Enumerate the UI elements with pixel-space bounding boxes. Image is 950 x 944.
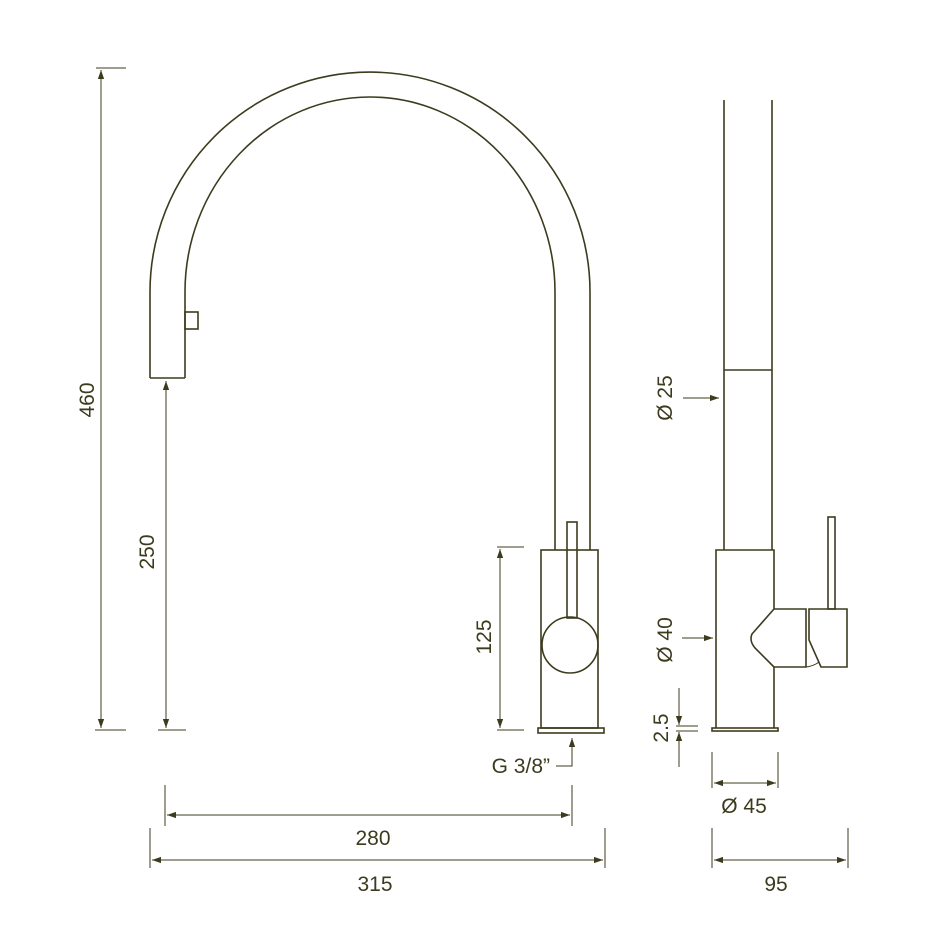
- dimension-d40: Ø 40: [654, 617, 713, 663]
- side-handle-cap: [808, 608, 848, 668]
- dimension-95: 95: [711, 828, 849, 896]
- tap-body: [540, 549, 599, 729]
- handle-knob: [541, 616, 599, 674]
- dim-label-d45: Ø 45: [721, 795, 767, 818]
- dim-label-280: 280: [355, 827, 390, 850]
- spray-button: [184, 311, 199, 330]
- connection-callout: G 3/8”: [492, 738, 576, 778]
- lever: [566, 521, 578, 619]
- dim-label-250: 250: [136, 534, 159, 569]
- dim-label-d25: Ø 25: [654, 375, 677, 421]
- dimension-315: 315: [149, 828, 606, 896]
- dim-label-460: 460: [76, 382, 99, 417]
- dim-label-315: 315: [357, 873, 392, 896]
- dimension-460: 460: [76, 67, 126, 731]
- connection-label: G 3/8”: [492, 755, 550, 778]
- dim-label-d40: Ø 40: [654, 617, 677, 663]
- side-body: [715, 549, 775, 728]
- front-view: 460 250 125 G 3/8” 280: [76, 67, 606, 896]
- side-view: Ø 25 Ø 40 2.5 Ø 45 95: [650, 100, 849, 896]
- spout-outer: [149, 71, 591, 550]
- side-lever: [827, 516, 836, 610]
- side-handle: [774, 608, 807, 668]
- dimension-250: 250: [136, 381, 186, 731]
- spout-inner: [184, 96, 556, 550]
- dimension-2-5: 2.5: [650, 688, 698, 767]
- dimension-280: 280: [164, 785, 573, 850]
- dim-label-95: 95: [764, 873, 787, 896]
- base-plate: [537, 727, 605, 734]
- dimension-d25: Ø 25: [654, 375, 719, 421]
- dimension-125: 125: [473, 546, 524, 731]
- side-base-plate: [711, 727, 779, 732]
- dim-label-125: 125: [473, 619, 496, 654]
- dimension-d45: Ø 45: [711, 752, 779, 818]
- dim-label-2-5: 2.5: [650, 713, 673, 742]
